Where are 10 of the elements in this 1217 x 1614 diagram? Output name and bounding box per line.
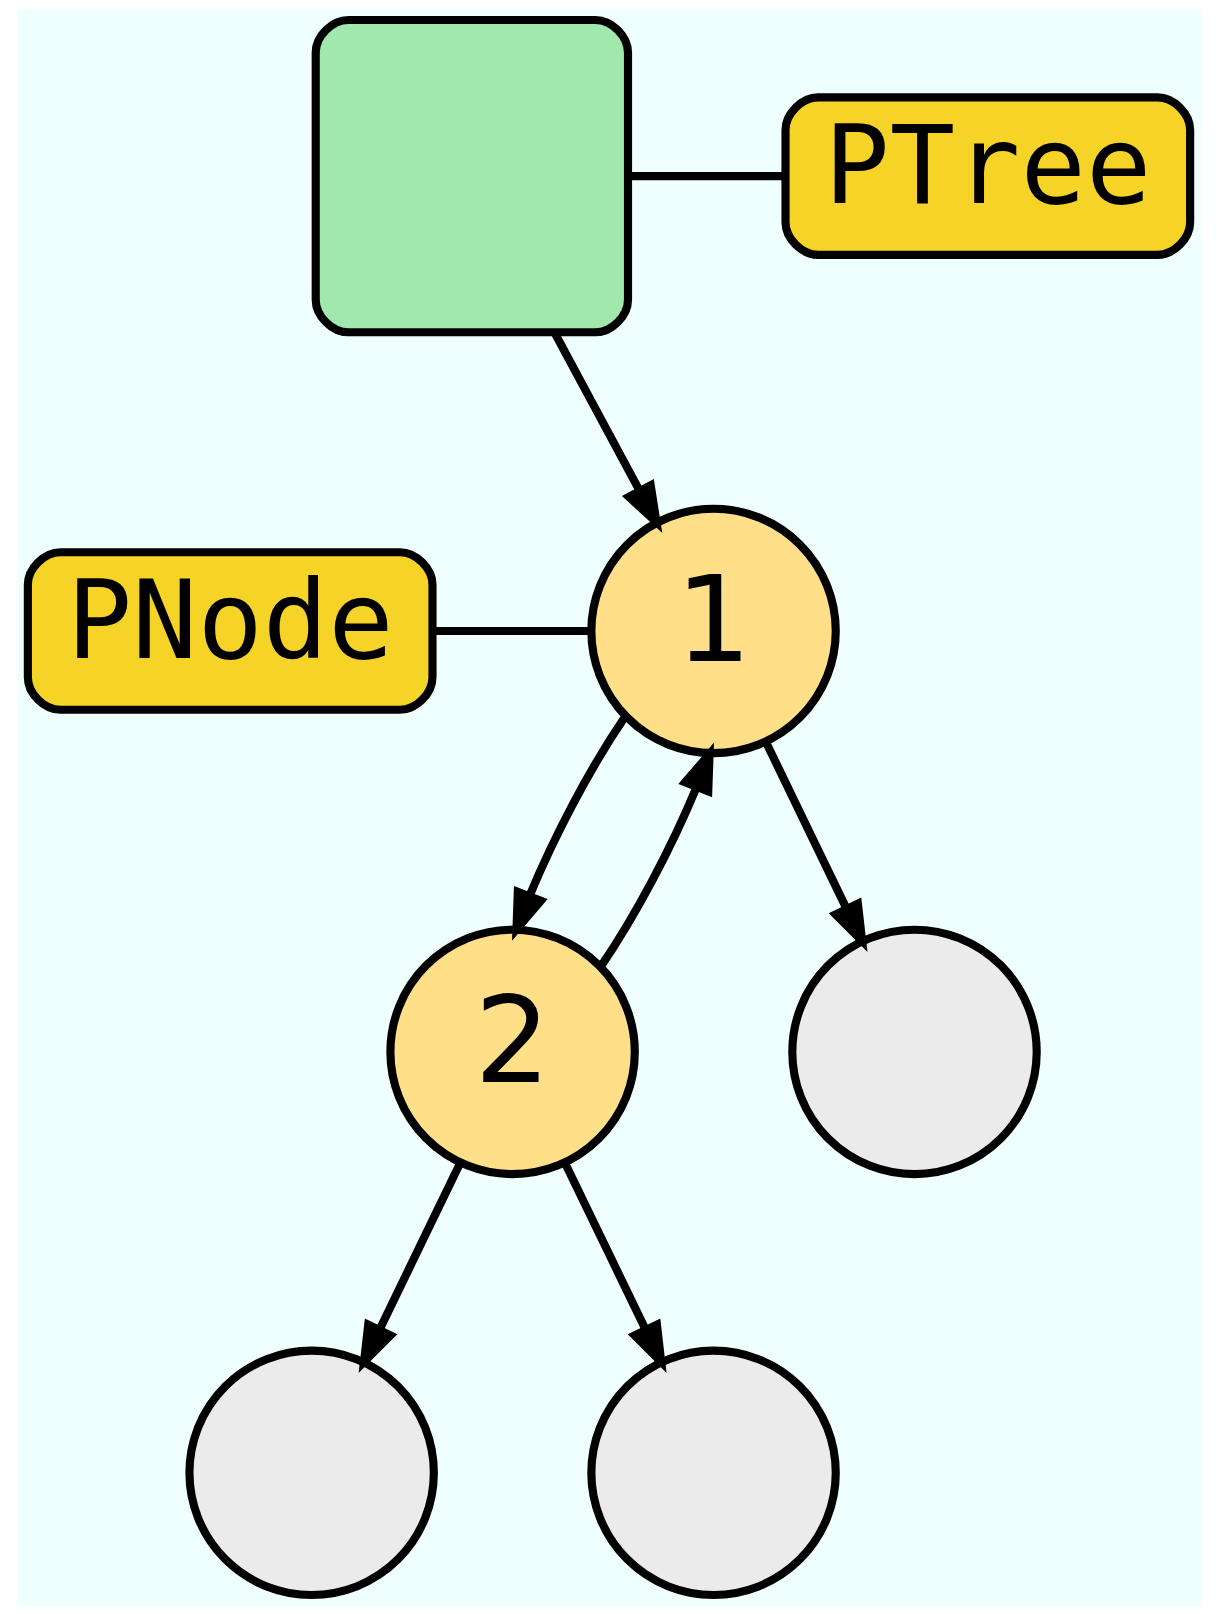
arrow [597, 741, 714, 968]
node-circle [586, 1346, 840, 1599]
node-box [311, 15, 632, 336]
arrow [511, 714, 628, 941]
node-circle [787, 925, 1041, 1178]
node-circle: 2 [385, 925, 639, 1178]
node-box: PTree [780, 92, 1194, 259]
node-circle: 1 [586, 504, 840, 757]
node-box: PNode [23, 547, 437, 714]
node-circle [184, 1346, 438, 1599]
